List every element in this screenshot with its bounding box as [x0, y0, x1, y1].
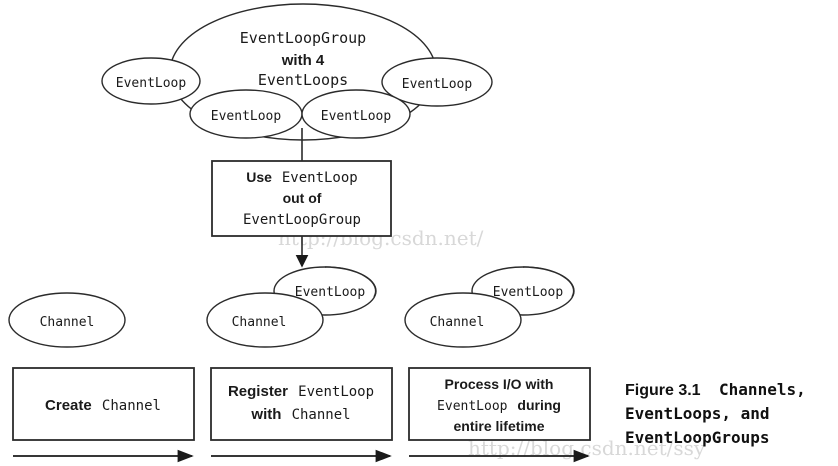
use-box-line1: Use EventLoop	[246, 169, 357, 186]
step-3-line3: entire lifetime	[453, 418, 544, 434]
eventloopgroup-title-line2: with 4	[281, 52, 325, 69]
eventloop-label-right: EventLoop	[402, 77, 473, 92]
step-2-line2: with Channel	[250, 406, 350, 423]
step-1-line1: Create Channel	[45, 397, 161, 414]
step-2-line1-code: EventLoop	[298, 384, 374, 400]
eventloopgroup-title-line3: EventLoops	[258, 71, 348, 89]
eventloop-ellipse-left	[101, 57, 201, 105]
channel-ellipse-3	[404, 292, 522, 348]
step-3-line2-plain: during	[517, 397, 561, 413]
eventloop-ellipse-2-overlap-arc	[324, 266, 377, 298]
step-3-line2-code: EventLoop	[437, 399, 508, 414]
figure-caption-text-1: Channels,	[719, 380, 806, 399]
step-2-line2-code: Channel	[292, 407, 351, 423]
step-1-line1-code: Channel	[102, 398, 161, 414]
eventloop-ellipse-3-overlap-arc	[522, 266, 575, 298]
figure-caption-line-2: EventLoops, and	[625, 404, 770, 423]
channel-label-3: Channel	[430, 315, 485, 330]
eventloop-label-left: EventLoop	[116, 76, 187, 91]
figure-caption-line-3: EventLoopGroups	[625, 428, 770, 447]
channel-ellipse-1	[8, 292, 126, 348]
channel-label-2: Channel	[232, 315, 287, 330]
figure-caption-text-3: EventLoopGroups	[625, 428, 770, 447]
step-2-line2-plain: with	[250, 406, 281, 423]
step-1-line1-plain: Create	[45, 397, 92, 414]
step-box-2	[210, 367, 393, 441]
step-2-line1: Register EventLoop	[228, 383, 374, 400]
use-box-line2: out of	[283, 190, 322, 206]
eventloopgroup-title-line1: EventLoopGroup	[240, 29, 366, 47]
eventloop-label-center-left: EventLoop	[211, 109, 282, 124]
step-3-line2: EventLoop during	[437, 397, 561, 414]
eventloop-label-center-right: EventLoop	[321, 109, 392, 124]
step-box-1	[12, 367, 195, 441]
figure-caption-line-1: Figure 3.1 Channels,	[625, 380, 806, 399]
figure-caption-text-2: EventLoops, and	[625, 404, 770, 423]
use-box-line3: EventLoopGroup	[243, 212, 361, 228]
step-2-line1-plain: Register	[228, 383, 288, 400]
use-box-line1-plain: Use	[246, 169, 272, 185]
channel-label-1: Channel	[40, 315, 95, 330]
step-3-line1: Process I/O with	[445, 376, 554, 392]
step-box-3	[408, 367, 591, 441]
eventloop-ellipse-center-right	[301, 89, 411, 139]
eventloop-label-cluster-2: EventLoop	[295, 285, 366, 300]
eventloop-label-cluster-3: EventLoop	[493, 285, 564, 300]
use-box-line1-code: EventLoop	[282, 170, 358, 186]
eventloop-ellipse-right	[381, 57, 493, 107]
figure-caption-label: Figure 3.1	[625, 382, 701, 399]
channel-ellipse-2	[206, 292, 324, 348]
